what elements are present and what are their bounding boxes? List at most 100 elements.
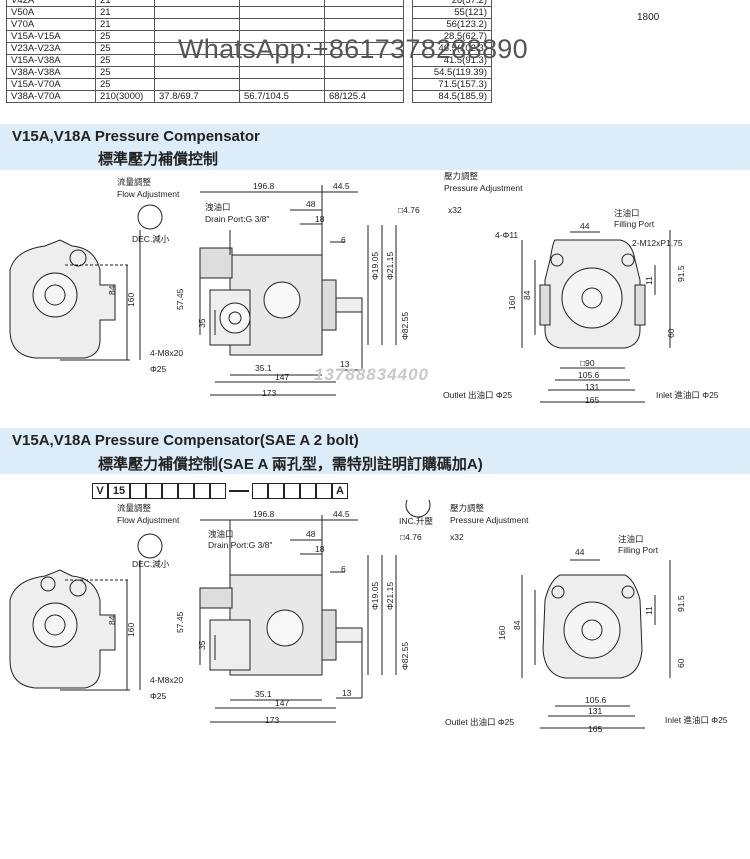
dim-90: □90 xyxy=(580,358,595,368)
dim-44-5: 44.5 xyxy=(333,181,350,191)
dim-6: 6 xyxy=(341,235,346,245)
spec-cell xyxy=(154,66,240,79)
section1-header: V15A,V18A Pressure Compensator 標準壓力補償控制 xyxy=(0,124,750,170)
drain-cn: 洩油口 xyxy=(205,202,231,212)
outlet-label-2: Outlet 出油口 Φ25 xyxy=(445,717,514,727)
dim-165: 165 xyxy=(585,395,599,405)
spec-cell xyxy=(324,78,404,91)
pressure-adj-en-2: Pressure Adjustment xyxy=(450,515,529,525)
key-label: □4.76 xyxy=(398,205,420,215)
inlet-label-2: Inlet 進油口 Φ25 xyxy=(665,715,728,725)
spec-cell: V70A xyxy=(6,18,96,31)
phi25-label-2: Φ25 xyxy=(150,691,167,701)
code-dash xyxy=(229,490,249,492)
drawing-sae-a-2-bolt: 流量調整 Flow Adjustment DEC.減小 INC.升壓 壓力調整 … xyxy=(9,500,728,734)
side-view-2 xyxy=(199,515,363,698)
dim-35-1-2: 35.1 xyxy=(255,689,272,699)
code-box xyxy=(210,483,226,499)
inlet-label: Inlet 進油口 Φ25 xyxy=(656,390,719,400)
dim-44-2: 44 xyxy=(575,547,585,557)
dim-phi21: Φ21.15 xyxy=(385,252,395,280)
spec-cell: 210(3000) xyxy=(95,90,155,103)
code-prefix: V xyxy=(92,483,108,499)
dim-48-2: 48 xyxy=(306,529,316,539)
code-box xyxy=(194,483,210,499)
spec-cell xyxy=(154,18,240,31)
dim-131: 131 xyxy=(585,382,599,392)
dim-160-2: 160 xyxy=(126,623,136,637)
dim-6-2: 6 xyxy=(341,564,346,574)
code-box xyxy=(268,483,284,499)
key-label-2: □4.76 xyxy=(400,532,422,542)
section2-title-cn: 標準壓力補償控制(SAE A 兩孔型，需特別註明訂購碼加A) xyxy=(98,456,483,473)
dim-60-2: 60 xyxy=(676,658,686,668)
spec-cell: 25 xyxy=(95,66,155,79)
phi25-label: Φ25 xyxy=(150,364,167,374)
spec-cell: 54.5(119.39) xyxy=(412,66,492,79)
pressure-adj-cn: 壓力調整 xyxy=(444,171,479,181)
code-suffix: A xyxy=(332,483,348,499)
dim-105: 105.6 xyxy=(578,370,600,380)
pressure-adj-en: Pressure Adjustment xyxy=(444,183,523,193)
spec-cell: V15A-V15A xyxy=(6,30,96,43)
dim-105-2: 105.6 xyxy=(585,695,607,705)
section2-header: V15A,V18A Pressure Compensator(SAE A 2 b… xyxy=(0,428,750,474)
drawing-pressure-compensator: 流量調整 Flow Adjustment DEC.減小 INC.升壓 壓力調整 … xyxy=(9,171,719,405)
drain-cn-2: 洩油口 xyxy=(208,529,234,539)
dim-147: 147 xyxy=(275,372,289,382)
code-box xyxy=(300,483,316,499)
dim-phi21-2: Φ21.15 xyxy=(385,582,395,610)
left-view xyxy=(9,239,130,361)
left-view-2 xyxy=(9,569,130,691)
dim-196-2: 196.8 xyxy=(253,509,275,519)
section1-title-en: V15A,V18A Pressure Compensator xyxy=(12,128,260,145)
dim-35: 35 xyxy=(197,318,207,328)
pressure-adj-cn-2: 壓力調整 xyxy=(450,503,485,513)
spec-cell xyxy=(239,78,325,91)
fill-cn: 注油口 xyxy=(614,208,640,218)
key-x: x32 xyxy=(448,205,462,215)
code-num: 15 xyxy=(108,483,130,499)
dim-13: 13 xyxy=(340,359,350,369)
right-view xyxy=(539,239,646,349)
spec-cell xyxy=(154,78,240,91)
spec-cell xyxy=(239,6,325,19)
flow-adj-en-2: Flow Adjustment xyxy=(117,515,180,525)
side-view xyxy=(199,185,363,370)
code-box xyxy=(284,483,300,499)
dim-160: 160 xyxy=(126,293,136,307)
code-box xyxy=(316,483,332,499)
spec-cell-spacer xyxy=(404,79,413,91)
spec-cell: 55(121) xyxy=(412,6,492,19)
m12-label: 2-M12xP1.75 xyxy=(632,238,683,248)
code-box xyxy=(130,483,146,499)
bolt-label-2: 4-M8x20 xyxy=(150,675,183,685)
drain-en: Drain Port:G 3/8" xyxy=(205,214,269,224)
fill-en: Filling Port xyxy=(614,219,655,229)
dim-57-2: 57.45 xyxy=(175,611,185,633)
dim-60: 60 xyxy=(666,328,676,338)
fill-en-2: Filling Port xyxy=(618,545,659,555)
spec-cell-spacer xyxy=(404,19,413,31)
dim-44-5-2: 44.5 xyxy=(333,509,350,519)
dim-57: 57.45 xyxy=(175,288,185,310)
right-view-2 xyxy=(542,574,643,679)
spec-cell-spacer xyxy=(404,7,413,19)
dim-160-right: 160 xyxy=(507,296,517,310)
dim-18: 18 xyxy=(315,214,325,224)
dim-173-2: 173 xyxy=(265,715,279,725)
code-box xyxy=(252,483,268,499)
dim-44: 44 xyxy=(580,221,590,231)
spec-cell xyxy=(239,66,325,79)
spec-cell: 25 xyxy=(95,54,155,67)
dim-11: 11 xyxy=(644,276,654,285)
bolt-label: 4-M8x20 xyxy=(150,348,183,358)
dim-84: 84 xyxy=(107,285,117,295)
spec-cell xyxy=(154,6,240,19)
code-box xyxy=(178,483,194,499)
